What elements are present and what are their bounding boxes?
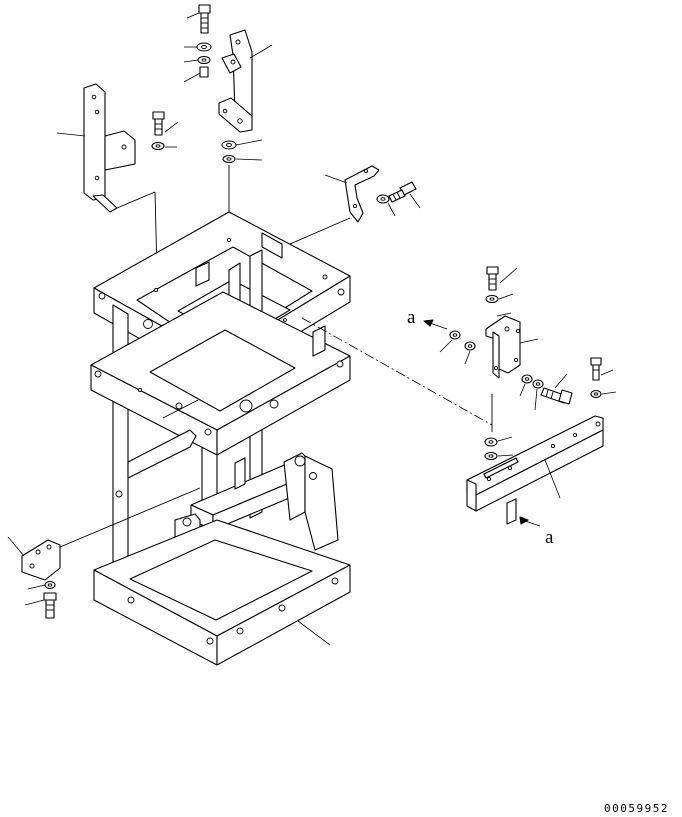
frame-diagonal-brace — [127, 399, 199, 479]
right-side-washer — [521, 374, 533, 384]
frame-top-tab — [195, 261, 210, 287]
right-mid-lock-washer — [464, 341, 476, 351]
view-arrow-lower — [519, 516, 541, 527]
bracket-lock-washer — [222, 154, 236, 164]
top-washer — [196, 42, 212, 52]
frame-bottom-base — [93, 519, 351, 666]
left-plate-bolt — [43, 592, 57, 619]
upper-right-washer — [376, 194, 390, 204]
far-right-washer — [590, 389, 602, 399]
mounting-rail — [466, 415, 604, 525]
mount-washer — [484, 437, 498, 447]
drawing-number: 00059952 — [604, 802, 669, 815]
view-label-upper: a — [407, 307, 416, 328]
right-side-lock-washer — [532, 379, 544, 389]
bracket-washer — [221, 140, 237, 150]
view-label-lower: a — [545, 527, 554, 548]
left-vertical-bracket — [83, 83, 136, 213]
right-top-washer — [485, 294, 499, 304]
right-top-bolt — [486, 266, 499, 291]
left-bracket-bolt — [152, 111, 165, 136]
far-right-bolt — [590, 357, 602, 381]
top-bolt — [198, 4, 211, 34]
left-plate-washer — [44, 580, 56, 590]
view-arrow-upper — [423, 319, 448, 330]
left-plate — [21, 539, 61, 581]
top-bracket — [218, 29, 253, 133]
top-lock-washer — [197, 55, 211, 65]
lower-support-beam — [190, 452, 339, 551]
mount-lock-washer — [484, 451, 498, 461]
upper-right-bracket — [344, 165, 380, 223]
left-bracket-washer — [151, 141, 165, 151]
right-mid-washer — [449, 330, 461, 340]
upper-right-bolt — [388, 181, 417, 203]
right-support-bracket — [485, 315, 521, 379]
top-spacer — [199, 66, 209, 78]
right-side-bolt — [540, 387, 573, 405]
